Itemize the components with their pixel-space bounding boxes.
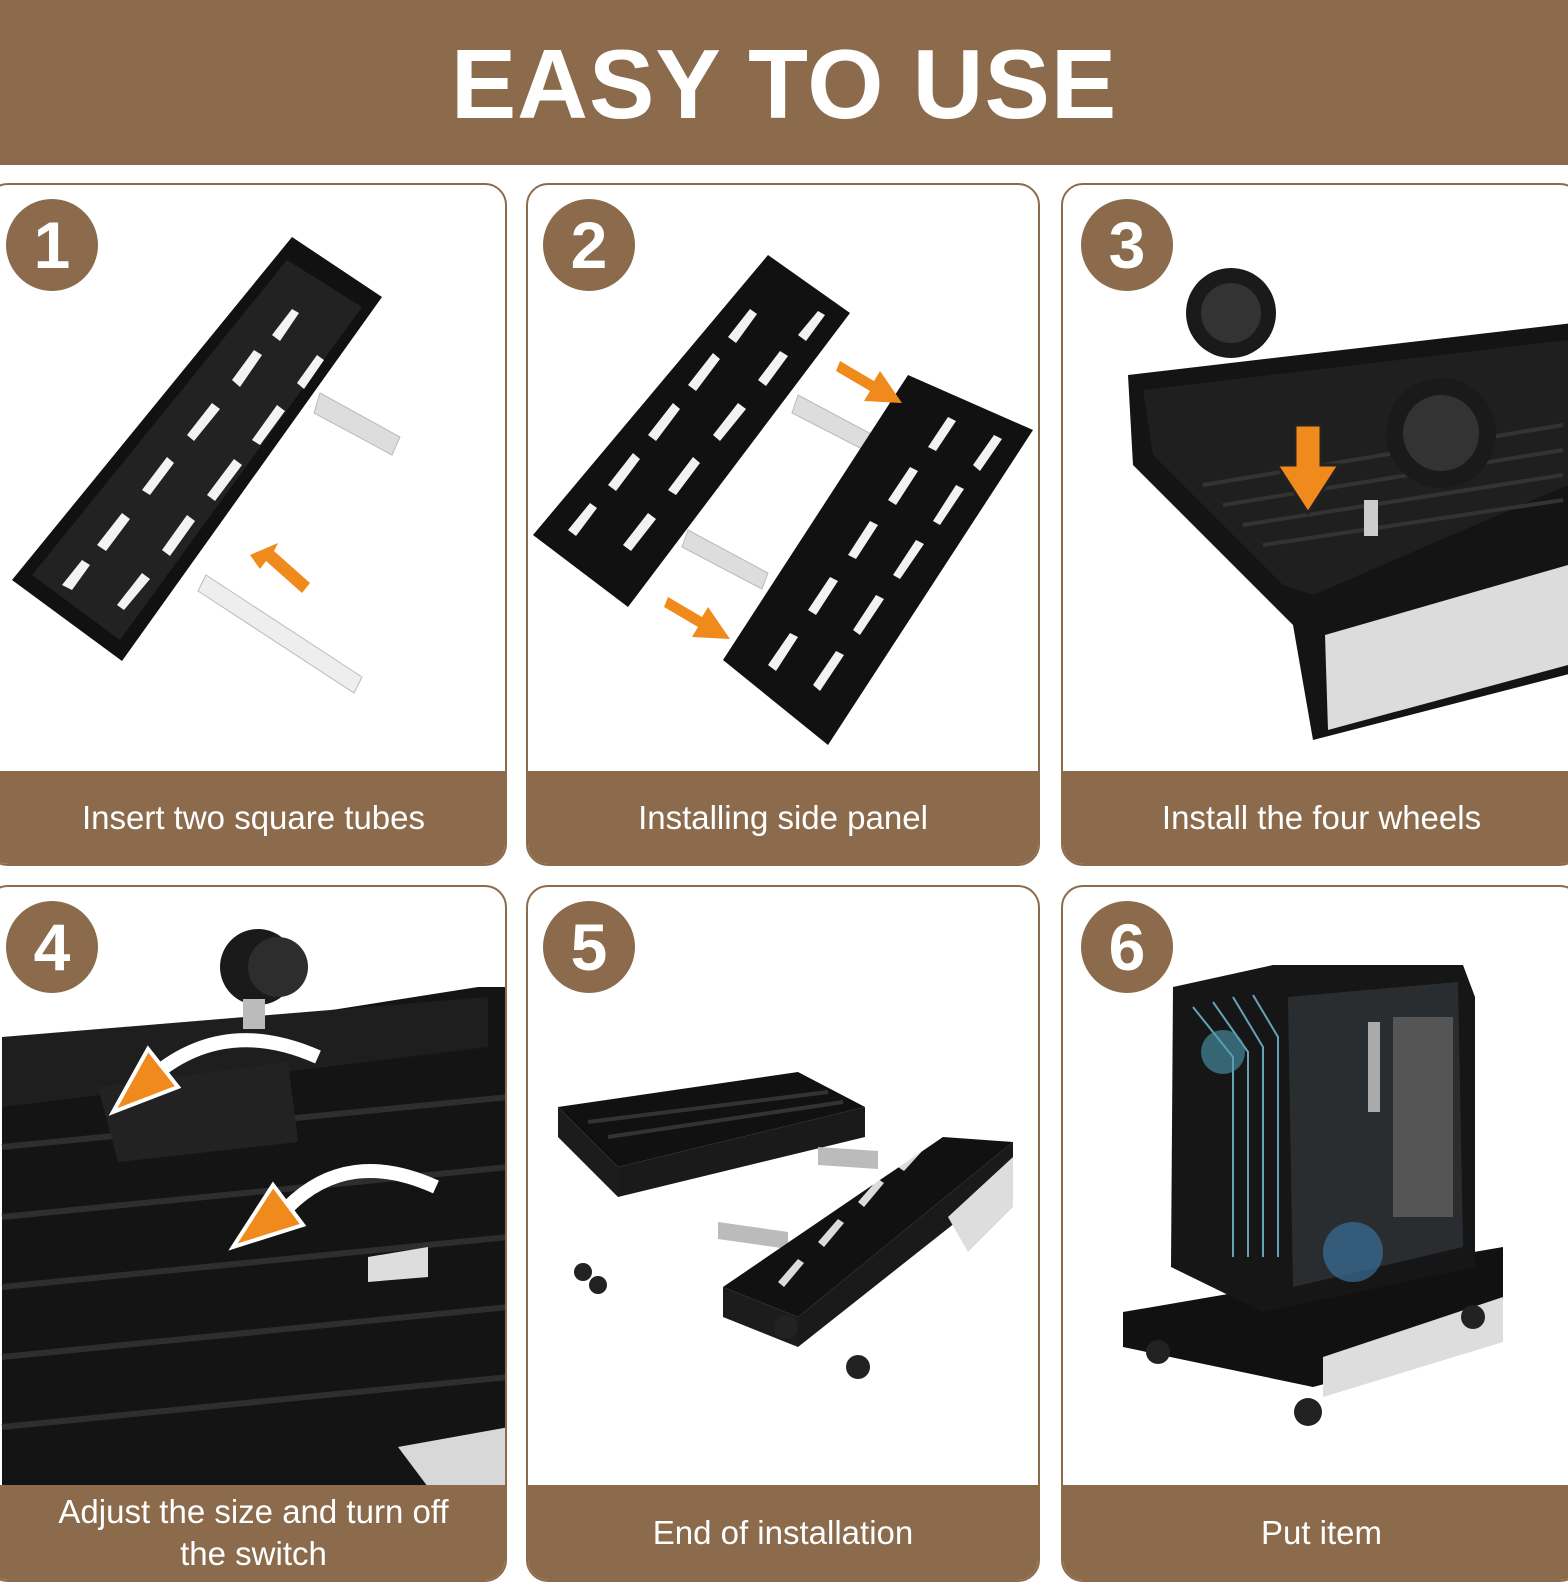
step-caption-line-2: the switch	[180, 1534, 327, 1572]
arrow-icon	[228, 1181, 307, 1251]
step-caption-bar: End of installation	[528, 1485, 1038, 1580]
step-caption: Insert two square tubes	[81, 798, 426, 836]
step-card-3: Install the four wheels	[1061, 183, 1568, 866]
step-number-badge: 2	[543, 199, 635, 291]
switch-illustration	[1, 929, 505, 1487]
arrow-icon	[664, 597, 730, 639]
step-card-5: End of installation	[526, 885, 1040, 1582]
step-caption: Installing side panel	[638, 798, 928, 836]
step-caption-line-1: Adjust the size and turn off	[58, 1493, 449, 1531]
page-title: EASY TO USE	[450, 29, 1118, 139]
step-caption-bar: Installing side panel	[528, 771, 1038, 864]
step-number-badge: 3	[1081, 199, 1173, 291]
step-caption-bar: Install the four wheels	[1063, 771, 1568, 864]
assembled-stand-illustration	[558, 1072, 1013, 1379]
step-card-2: Installing side panel	[526, 183, 1040, 866]
step-card-1: Insert two square tubes	[0, 183, 507, 866]
step-caption: Install the four wheels	[1161, 798, 1482, 836]
step-caption: Put item	[1260, 1513, 1383, 1551]
tray-tubes-illustration	[12, 237, 401, 694]
step-card-6: Put item	[1061, 885, 1568, 1582]
header-banner: EASY TO USE	[0, 0, 1568, 165]
step-number-badge: 4	[6, 901, 98, 993]
wheels-illustration	[1128, 268, 1568, 740]
pc-case-illustration	[1123, 965, 1503, 1426]
step-caption: End of installation	[652, 1513, 914, 1551]
step-number-badge: 1	[6, 199, 98, 291]
step-number-badge: 5	[543, 901, 635, 993]
step-number-badge: 6	[1081, 901, 1173, 993]
side-panel-illustration	[533, 255, 1033, 745]
step-card-4: Adjust the size and turn off the switch	[0, 885, 507, 1582]
step-caption-bar: Put item	[1063, 1485, 1568, 1580]
step-caption-bar: Insert two square tubes	[0, 771, 505, 864]
arrow-icon	[836, 361, 902, 403]
step-caption-bar: Adjust the size and turn off the switch	[0, 1485, 505, 1580]
arrow-icon	[250, 543, 310, 593]
arrow-icon	[108, 1045, 182, 1116]
curved-arrow-icon	[153, 1033, 321, 1078]
arrow-down-icon	[1274, 423, 1342, 516]
